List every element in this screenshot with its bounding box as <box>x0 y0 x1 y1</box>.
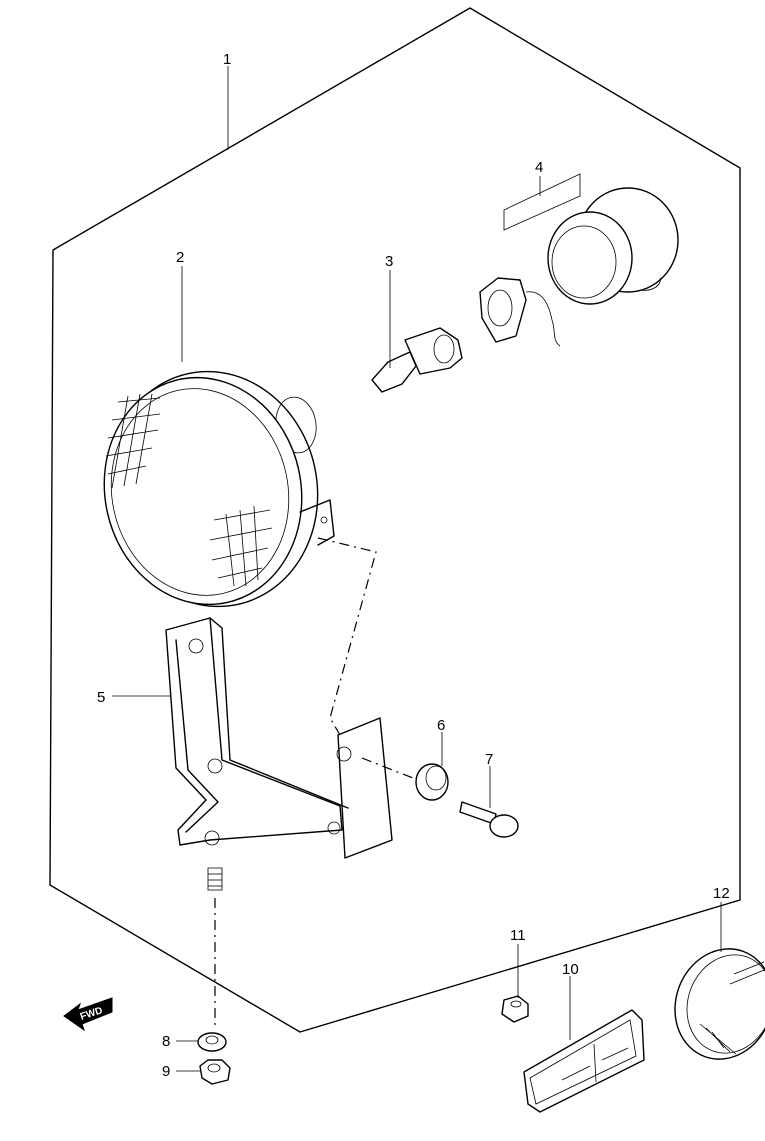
callout-8: 8 <box>162 1033 170 1050</box>
callout-6: 6 <box>437 717 445 734</box>
callout-9: 9 <box>162 1063 170 1080</box>
lens-pattern-upper <box>105 393 161 489</box>
bolt <box>459 801 519 838</box>
washer <box>197 1032 227 1052</box>
callout-7: 7 <box>485 751 493 768</box>
callout-labels: 1 2 3 4 5 6 7 8 9 10 11 12 <box>97 51 730 1080</box>
grommet <box>415 763 449 801</box>
assembly-line-headlight <box>317 537 377 736</box>
nut <box>199 1059 231 1085</box>
callout-11: 11 <box>510 927 526 944</box>
mounting-bracket <box>165 617 393 891</box>
socket-with-wire <box>479 173 581 347</box>
callout-10: 10 <box>562 961 579 978</box>
headlight-assembly <box>103 370 335 608</box>
leader-lines <box>112 66 722 1072</box>
callout-3: 3 <box>385 253 393 270</box>
callout-5: 5 <box>97 689 105 706</box>
callout-4: 4 <box>535 159 543 176</box>
lens-pattern-lower <box>209 505 273 587</box>
kit-outline <box>49 7 741 1033</box>
round-reflector <box>674 948 765 1060</box>
assembly-line-bolt <box>361 757 419 781</box>
callout-1: 1 <box>223 51 231 68</box>
forward-arrow-icon: FWD <box>63 997 113 1032</box>
side-reflector <box>523 1009 645 1113</box>
bulb <box>371 327 463 393</box>
lamp-housing <box>547 187 679 305</box>
nut-small <box>501 995 529 1023</box>
callout-2: 2 <box>176 249 184 266</box>
callout-12: 12 <box>713 885 730 902</box>
